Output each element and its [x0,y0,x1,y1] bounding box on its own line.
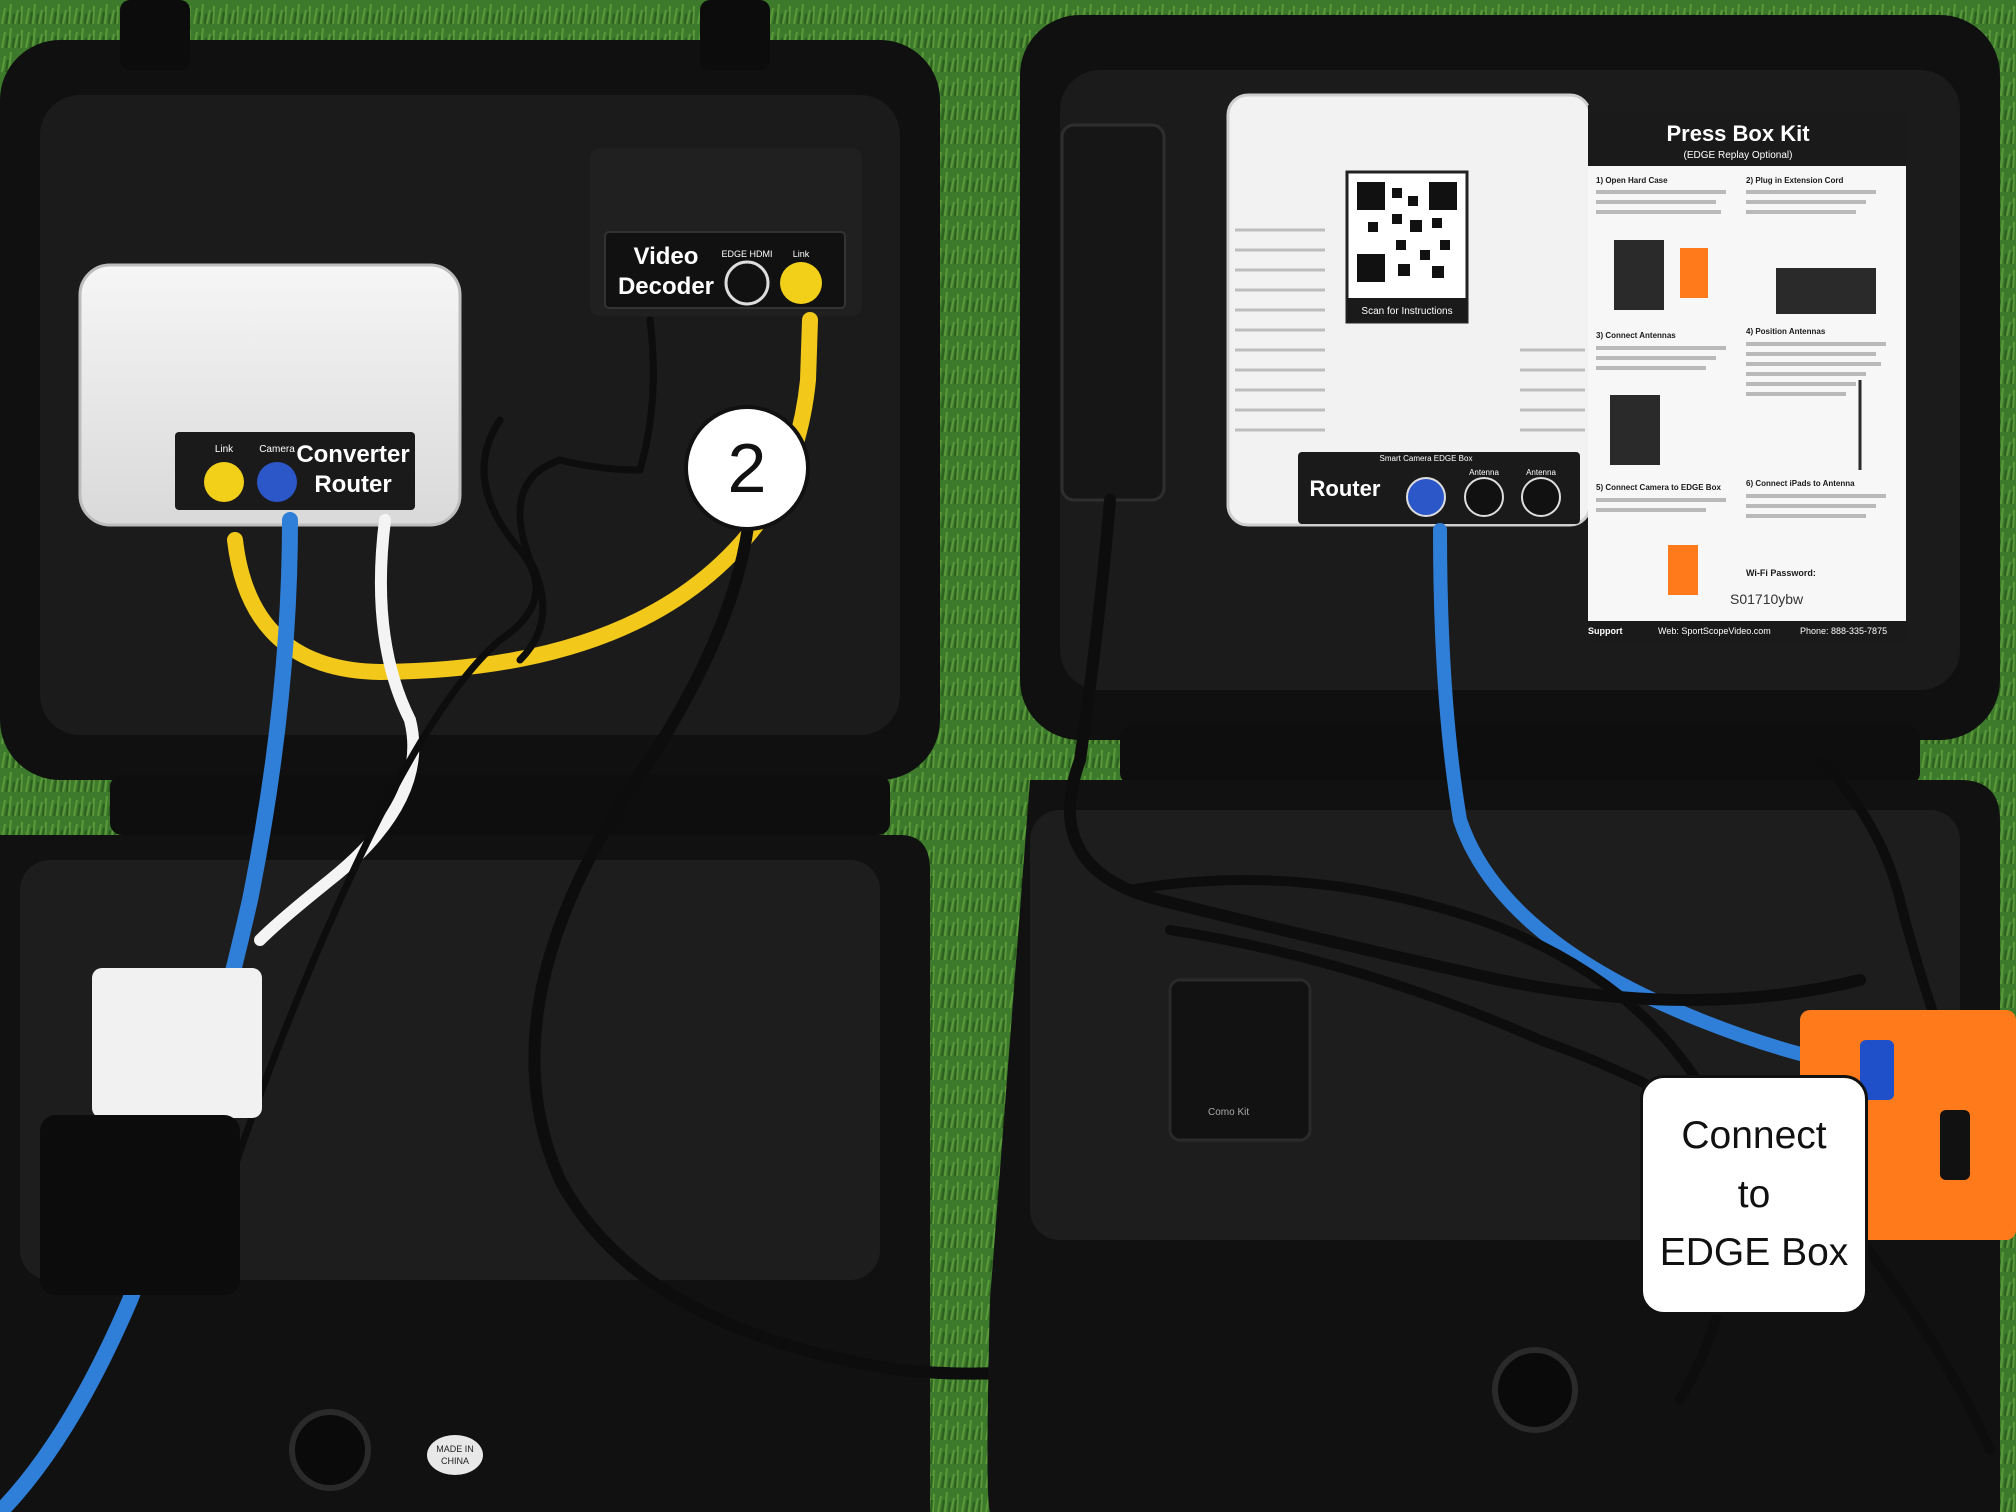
converter-link-port-dot [204,462,244,502]
kit-step-heading: 2) Plug in Extension Cord [1746,176,1843,185]
kit-step-heading: 6) Connect iPads to Antenna [1746,479,1855,488]
white-power-cable [254,514,420,946]
video-decoder: Video Decoder EDGE HDMI Link [590,148,862,316]
main-router-title: Router [1310,476,1381,501]
support-phone: Phone: 888-335-7875 [1800,626,1887,636]
converter-camera-port-dot [257,462,297,502]
black-power-adapter [40,1115,240,1295]
connect-to-edge-box-callout: Connect to EDGE Box [1640,1075,1868,1315]
decoder-power-cable [516,316,657,664]
kit-step-heading: 4) Position Antennas [1746,327,1826,336]
edge-box-port-label: Smart Camera EDGE Box [1380,454,1473,463]
left-case-latch [120,0,190,70]
kit-card-fine-print [1596,190,1886,518]
kit-step-heading: 5) Connect Camera to EDGE Box [1596,483,1721,492]
qr-code-modules [1357,182,1457,282]
kit-card-diagram [1668,545,1698,595]
wifi-password-label: Wi-Fi Password: [1746,568,1816,578]
converter-router: Link Camera Converter Router [78,263,462,527]
support-web: Web: SportScopeVideo.com [1658,626,1771,636]
decoder-link-port-dot [780,262,822,304]
converter-router-title: Converter [296,441,409,468]
blue-edge-box-cable [1433,523,1887,1077]
qr-caption: Scan for Instructions [1361,306,1452,317]
edge-box-port-dot [1406,477,1446,517]
wifi-password-value: S01710ybw [1730,591,1804,607]
kit-card-diagram [1680,248,1708,298]
made-in-text: CHINA [441,1456,469,1466]
antenna-port-dot [1521,477,1561,517]
kit-card-title: Press Box Kit [1666,121,1810,146]
antenna-port-label: Antenna [1469,468,1499,477]
white-power-adapter [92,968,262,1118]
converter-link-port-label: Link [215,444,234,455]
edge-box-blue-plug [1860,1040,1894,1100]
edge-hdmi-port-label: EDGE HDMI [721,249,772,259]
kit-card-diagram [1610,395,1660,465]
kit-step-heading: 1) Open Hard Case [1596,176,1668,185]
edge-box-black-plug [1940,1110,1970,1180]
callout-line: Connect [1681,1114,1827,1158]
main-router-vents [1235,228,1585,432]
callout-line: EDGE Box [1659,1231,1849,1275]
power-brick [1060,123,1166,502]
power-cord [1064,494,1866,1006]
kit-card-diagram [1614,240,1664,310]
right-case-hinge [1120,725,1920,785]
antenna-port-label: Antenna [1526,468,1556,477]
kit-card-subtitle: (EDGE Replay Optional) [1684,150,1793,161]
antenna-port-dot [1464,477,1504,517]
kit-card-diagram [1776,268,1876,314]
left-case-hinge [110,775,890,835]
video-decoder-title: Video [634,243,699,270]
made-in-text: MADE IN [436,1444,474,1454]
qr-caption-bar [1347,298,1467,322]
left-case-latch [700,0,770,70]
adapter-brand-label: Como Kit [1208,1107,1249,1118]
step-number-callout: 2 [684,405,810,531]
made-in-sticker [427,1435,483,1475]
kit-step-heading: 3) Connect Antennas [1596,331,1676,340]
small-power-adapter [1168,978,1312,1142]
left-case-valve [289,1409,371,1491]
main-router: Scan for Instructions Router Smart Camer… [1226,93,1592,527]
decoder-link-port-label: Link [793,249,810,259]
right-case-valve [1492,1347,1578,1433]
press-box-kit-card: Press Box Kit (EDGE Replay Optional) 1) … [1588,105,1906,645]
callout-line: to [1737,1172,1771,1216]
coiled-black-cable [196,416,540,1284]
converter-camera-port-label: Camera [259,444,295,455]
video-decoder-title: Decoder [618,273,714,300]
edge-hdmi-port-dot [724,260,770,306]
converter-router-title: Router [314,471,391,498]
support-label: Support [1588,626,1623,636]
